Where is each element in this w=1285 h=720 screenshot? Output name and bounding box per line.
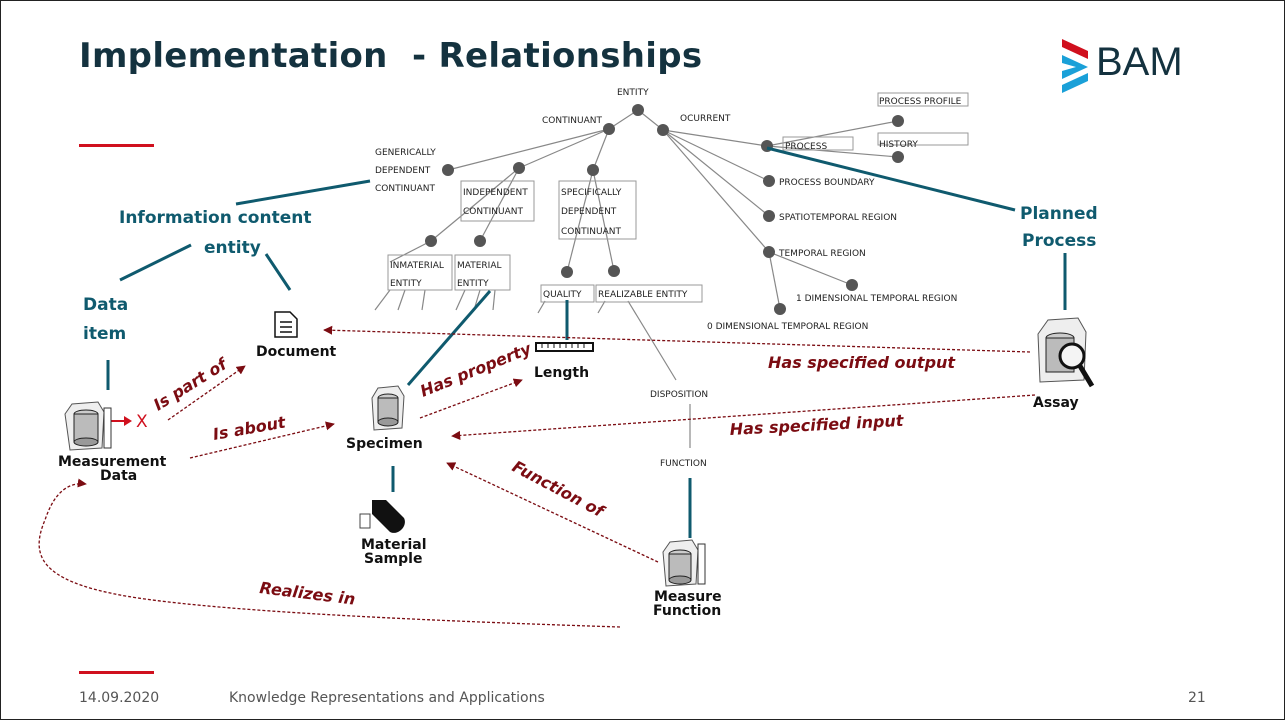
label-sdc-2: DEPENDENT: [561, 207, 617, 217]
label-process: PROCESS: [785, 142, 827, 152]
ontology-nodes: [425, 104, 904, 315]
ontology-edges: [374, 109, 899, 448]
concept-data-item-2: item: [83, 324, 126, 344]
concept-ice-2: entity: [204, 238, 261, 258]
concept-material-sample-2: Sample: [364, 551, 422, 567]
concept-connectors: [106, 146, 1067, 538]
concept-measure-function-1: Measure: [654, 589, 722, 605]
label-material-2: ENTITY: [457, 279, 489, 289]
label-process-boundary: PROCESS BOUNDARY: [779, 178, 875, 188]
concept-document: Document: [256, 344, 337, 360]
rel-has-specified-output: Has specified output: [768, 353, 956, 372]
measurement-icon: [64, 401, 112, 451]
label-temporal: TEMPORAL REGION: [778, 249, 866, 259]
ruler-icon: [535, 342, 594, 352]
label-material-1: MATERIAL: [457, 261, 502, 271]
concept-data-item-1: Data: [83, 295, 128, 315]
concept-specimen: Specimen: [346, 436, 423, 452]
label-sdc-3: CONTINUANT: [561, 227, 621, 237]
concept-length: Length: [534, 365, 589, 381]
x-mark: X: [136, 412, 148, 432]
label-history: HISTORY: [879, 140, 918, 150]
accent-line-top: [79, 144, 154, 147]
label-gdc-2: DEPENDENT: [375, 166, 431, 176]
document-icon: [274, 311, 298, 338]
footer-text: Knowledge Representations and Applicatio…: [229, 690, 545, 706]
concept-measure-function-2: Function: [653, 603, 721, 619]
concept-planned-2: Process: [1022, 231, 1096, 251]
label-ic-1: INDEPENDENT: [463, 188, 528, 198]
test-tube-icon: [359, 500, 405, 533]
label-gdc-1: GENERICALLY: [375, 148, 436, 158]
concept-planned-1: Planned: [1020, 204, 1098, 224]
label-ocurrent: OCURRENT: [680, 114, 731, 124]
bam-logo-text: BAM: [1096, 40, 1183, 84]
label-zero-dim: 0 DIMENSIONAL TEMPORAL REGION: [707, 322, 868, 332]
label-inmaterial-1: INMATERIAL: [390, 261, 444, 271]
label-quality: QUALITY: [543, 290, 582, 300]
concept-measurement-1: Measurement: [58, 454, 167, 470]
measure-function-icon: [662, 539, 706, 587]
assay-icon: [1037, 317, 1095, 388]
bam-logo-icon: [1062, 39, 1088, 93]
label-realizable: REALIZABLE ENTITY: [598, 290, 688, 300]
label-process-profile: PROCESS PROFILE: [879, 97, 962, 107]
rel-has-property: Has property: [417, 339, 534, 401]
label-one-dim: 1 DIMENSIONAL TEMPORAL REGION: [796, 294, 957, 304]
relation-arrows: [38, 325, 1036, 628]
concept-measurement-2: Data: [100, 468, 137, 484]
concept-material-sample-1: Material: [361, 537, 427, 553]
specimen-icon: [371, 385, 405, 431]
rel-realizes-in: Realizes in: [259, 578, 357, 609]
concept-assay: Assay: [1033, 395, 1079, 411]
accent-line-bottom: [79, 671, 154, 674]
rel-function-of: Function of: [509, 457, 609, 522]
slide-title: Implementation - Relationships: [79, 36, 703, 76]
label-function: FUNCTION: [660, 459, 707, 469]
rel-is-about: Is about: [211, 412, 288, 444]
label-inmaterial-2: ENTITY: [390, 279, 422, 289]
label-disposition: DISPOSITION: [650, 390, 708, 400]
footer-date: 14.09.2020: [79, 690, 160, 706]
label-ic-2: CONTINUANT: [463, 207, 523, 217]
label-continuant: CONTINUANT: [542, 116, 602, 126]
label-gdc-3: CONTINUANT: [375, 184, 435, 194]
label-sdc-1: SPECIFICALLY: [561, 188, 622, 198]
label-entity: ENTITY: [617, 88, 649, 98]
page-number: 21: [1188, 690, 1206, 706]
concept-ice-1: Information content: [119, 208, 311, 228]
ontology-label-boxes: [387, 92, 969, 303]
label-spatiotemporal: SPATIOTEMPORAL REGION: [779, 213, 897, 223]
